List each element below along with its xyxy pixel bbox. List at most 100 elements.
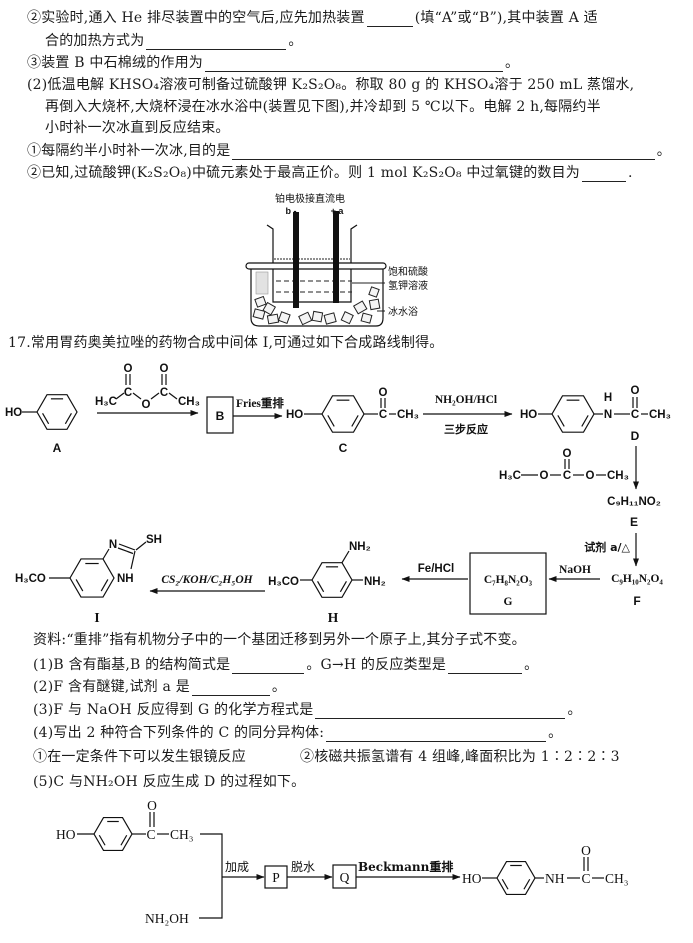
step-label: Beckmann重排 <box>358 859 453 874</box>
bond <box>115 392 125 400</box>
atom-label: NH <box>545 871 565 886</box>
atom-label: CH₃ <box>605 871 629 886</box>
q16-sub-2: ②已知,过硫酸钾(K₂S₂O₈)中硫元素处于最高正价。则 1 mol K₂S₂O… <box>27 164 633 182</box>
atom-label: C <box>124 387 132 399</box>
compound-c: HO C O CH₃ C <box>286 387 419 455</box>
condition-text: ①在一定条件下可以发生银镜反应 <box>33 749 246 765</box>
q16-part2-line-1: (2)低温电解 KHSO₄溶液可制备过硫酸钾 K₂S₂O₈。称取 80 g 的 … <box>27 76 634 94</box>
bond <box>150 392 160 400</box>
q16-line-1: ②实验时,通入 He 排尽装置中的空气后,应先加热装置 (填“A”或“B”),其… <box>27 9 598 27</box>
answer-blank[interactable] <box>232 144 655 160</box>
reactant-2: NH₂OH <box>145 911 189 926</box>
q5-scheme: HO C O CH₃ NH₂OH 加成 P 脱水 Q Beckmann重排 HO… <box>56 798 629 926</box>
ring-outline <box>311 562 353 598</box>
question-text: (1)B 含有酯基,B 的结构简式是 <box>33 657 231 673</box>
ice-cubes <box>252 271 381 326</box>
q17-question-5: (5)C 与NH₂OH 反应生成 D 的过程如下。 <box>33 773 305 791</box>
compound-b-box <box>206 396 234 434</box>
answer-blank[interactable] <box>366 11 413 27</box>
q16-line-3: ③装置 B 中石棉绒的作用为 。 <box>27 54 519 72</box>
period: 。 <box>505 55 520 71</box>
q17-note: 资料:“重排”指有机物分子中的一个基团迁移到另外一个原子上,其分子式不变。 <box>33 631 526 649</box>
ring-double-bond <box>501 878 509 890</box>
q16-sub-1: ①每隔约半小时补一次冰,目的是 。 <box>27 142 671 160</box>
atom-label: H₃C <box>499 470 521 482</box>
period: 。 <box>567 702 582 718</box>
answer-blank[interactable] <box>191 680 270 696</box>
benzene-ring <box>496 860 536 896</box>
ice-cube <box>368 298 381 311</box>
electrolysis-apparatus: 铂电极接直流电 b - + a 饱和硫酸 氢钾溶液 <box>245 192 428 327</box>
atom-label: O <box>142 399 151 411</box>
compound-a: HO A <box>5 394 78 455</box>
ice-cube <box>252 308 266 320</box>
benzene-ring <box>36 394 78 430</box>
bond <box>341 550 350 564</box>
q17-title-text: 17.常用胃药奥美拉唑的药物合成中间体 I,可通过如下合成路线制得。 <box>8 335 444 351</box>
question-text: (5)C 与NH₂OH 反应生成 D 的过程如下。 <box>33 774 306 790</box>
ice-cube <box>323 312 337 325</box>
ring-double-bond <box>64 413 72 425</box>
answer-blank[interactable] <box>232 658 305 674</box>
atom-label: O <box>631 385 640 397</box>
q16-text: ③装置 B 中石棉绒的作用为 <box>27 55 203 71</box>
ring-double-bond <box>339 581 347 593</box>
atom-label: C <box>581 871 590 886</box>
atom-label: CH₃ <box>397 409 419 421</box>
benzene-ring <box>93 816 133 852</box>
ring-double-bond <box>557 415 565 427</box>
question-text: (3)F 与 NaOH 反应得到 G 的化学方程式是 <box>33 702 314 718</box>
ice-cube <box>360 312 373 324</box>
answer-blank[interactable] <box>146 34 287 50</box>
intermediate-label: P <box>272 870 280 885</box>
atom-label: H₃CO <box>15 573 46 585</box>
atom-label: O <box>160 363 169 375</box>
ice-cube <box>298 311 313 326</box>
atom-label: O <box>124 363 133 375</box>
atom-label: H₃C <box>95 396 117 408</box>
ring-outline <box>551 395 595 433</box>
ring-outline <box>93 816 133 852</box>
atom-label: O <box>563 448 572 460</box>
benzene-ring <box>69 558 115 598</box>
ring-double-bond <box>351 415 359 427</box>
cathode-label: b - <box>286 206 297 216</box>
compound-label: I <box>94 610 99 625</box>
compound-formula: C₇H₈N₂O₃ <box>484 574 533 586</box>
q16-text: 再倒入大烧杯,大烧杯浸在冰水浴中(装置见下图),并冷却到 5 ℃以下。电解 2 … <box>45 99 601 115</box>
ring-outline <box>69 558 115 598</box>
ring-double-bond <box>100 579 109 592</box>
answer-blank[interactable] <box>582 166 626 182</box>
atom-label: H <box>604 392 612 404</box>
inner-beaker <box>266 224 358 303</box>
atom-label: C <box>160 387 168 399</box>
benzene-ring <box>321 395 365 433</box>
compound-g-box <box>469 552 547 615</box>
atom-label: CH₃ <box>170 827 194 842</box>
ice-cube <box>311 310 324 323</box>
step-label: CS₂/KOH/C₂H₅OH <box>161 574 253 586</box>
period: 。 <box>524 657 539 673</box>
compound-label: A <box>53 441 62 455</box>
compound-formula: C₉H₁₀N₂O₄ <box>611 573 663 585</box>
q16-line-2: 合的加热方式为 。 <box>45 32 303 50</box>
answer-blank[interactable] <box>326 726 547 742</box>
atom-label: CH₃ <box>178 396 200 408</box>
reagent-acetic-anhydride: H₃C C O O C O CH₃ <box>95 363 200 411</box>
ice-bath-label: 冰水浴 <box>388 305 418 318</box>
period: 。 <box>656 143 671 159</box>
bond <box>135 541 147 551</box>
compound-d: HO N H C O CH₃ D <box>520 385 671 443</box>
atom-label: O <box>147 798 157 813</box>
answer-blank[interactable] <box>315 703 566 719</box>
question-text: (4)写出 2 种符合下列条件的 C 的同分异构体: <box>33 725 325 741</box>
atom-label: C <box>146 827 155 842</box>
answer-blank[interactable] <box>205 56 503 72</box>
ice-bath-rim <box>245 262 387 270</box>
ring-double-bond <box>42 413 50 425</box>
bond <box>168 392 178 400</box>
question-text: (2)F 含有醚键,试剂 a 是 <box>33 679 190 695</box>
bond <box>132 392 142 400</box>
answer-blank[interactable] <box>448 658 523 674</box>
